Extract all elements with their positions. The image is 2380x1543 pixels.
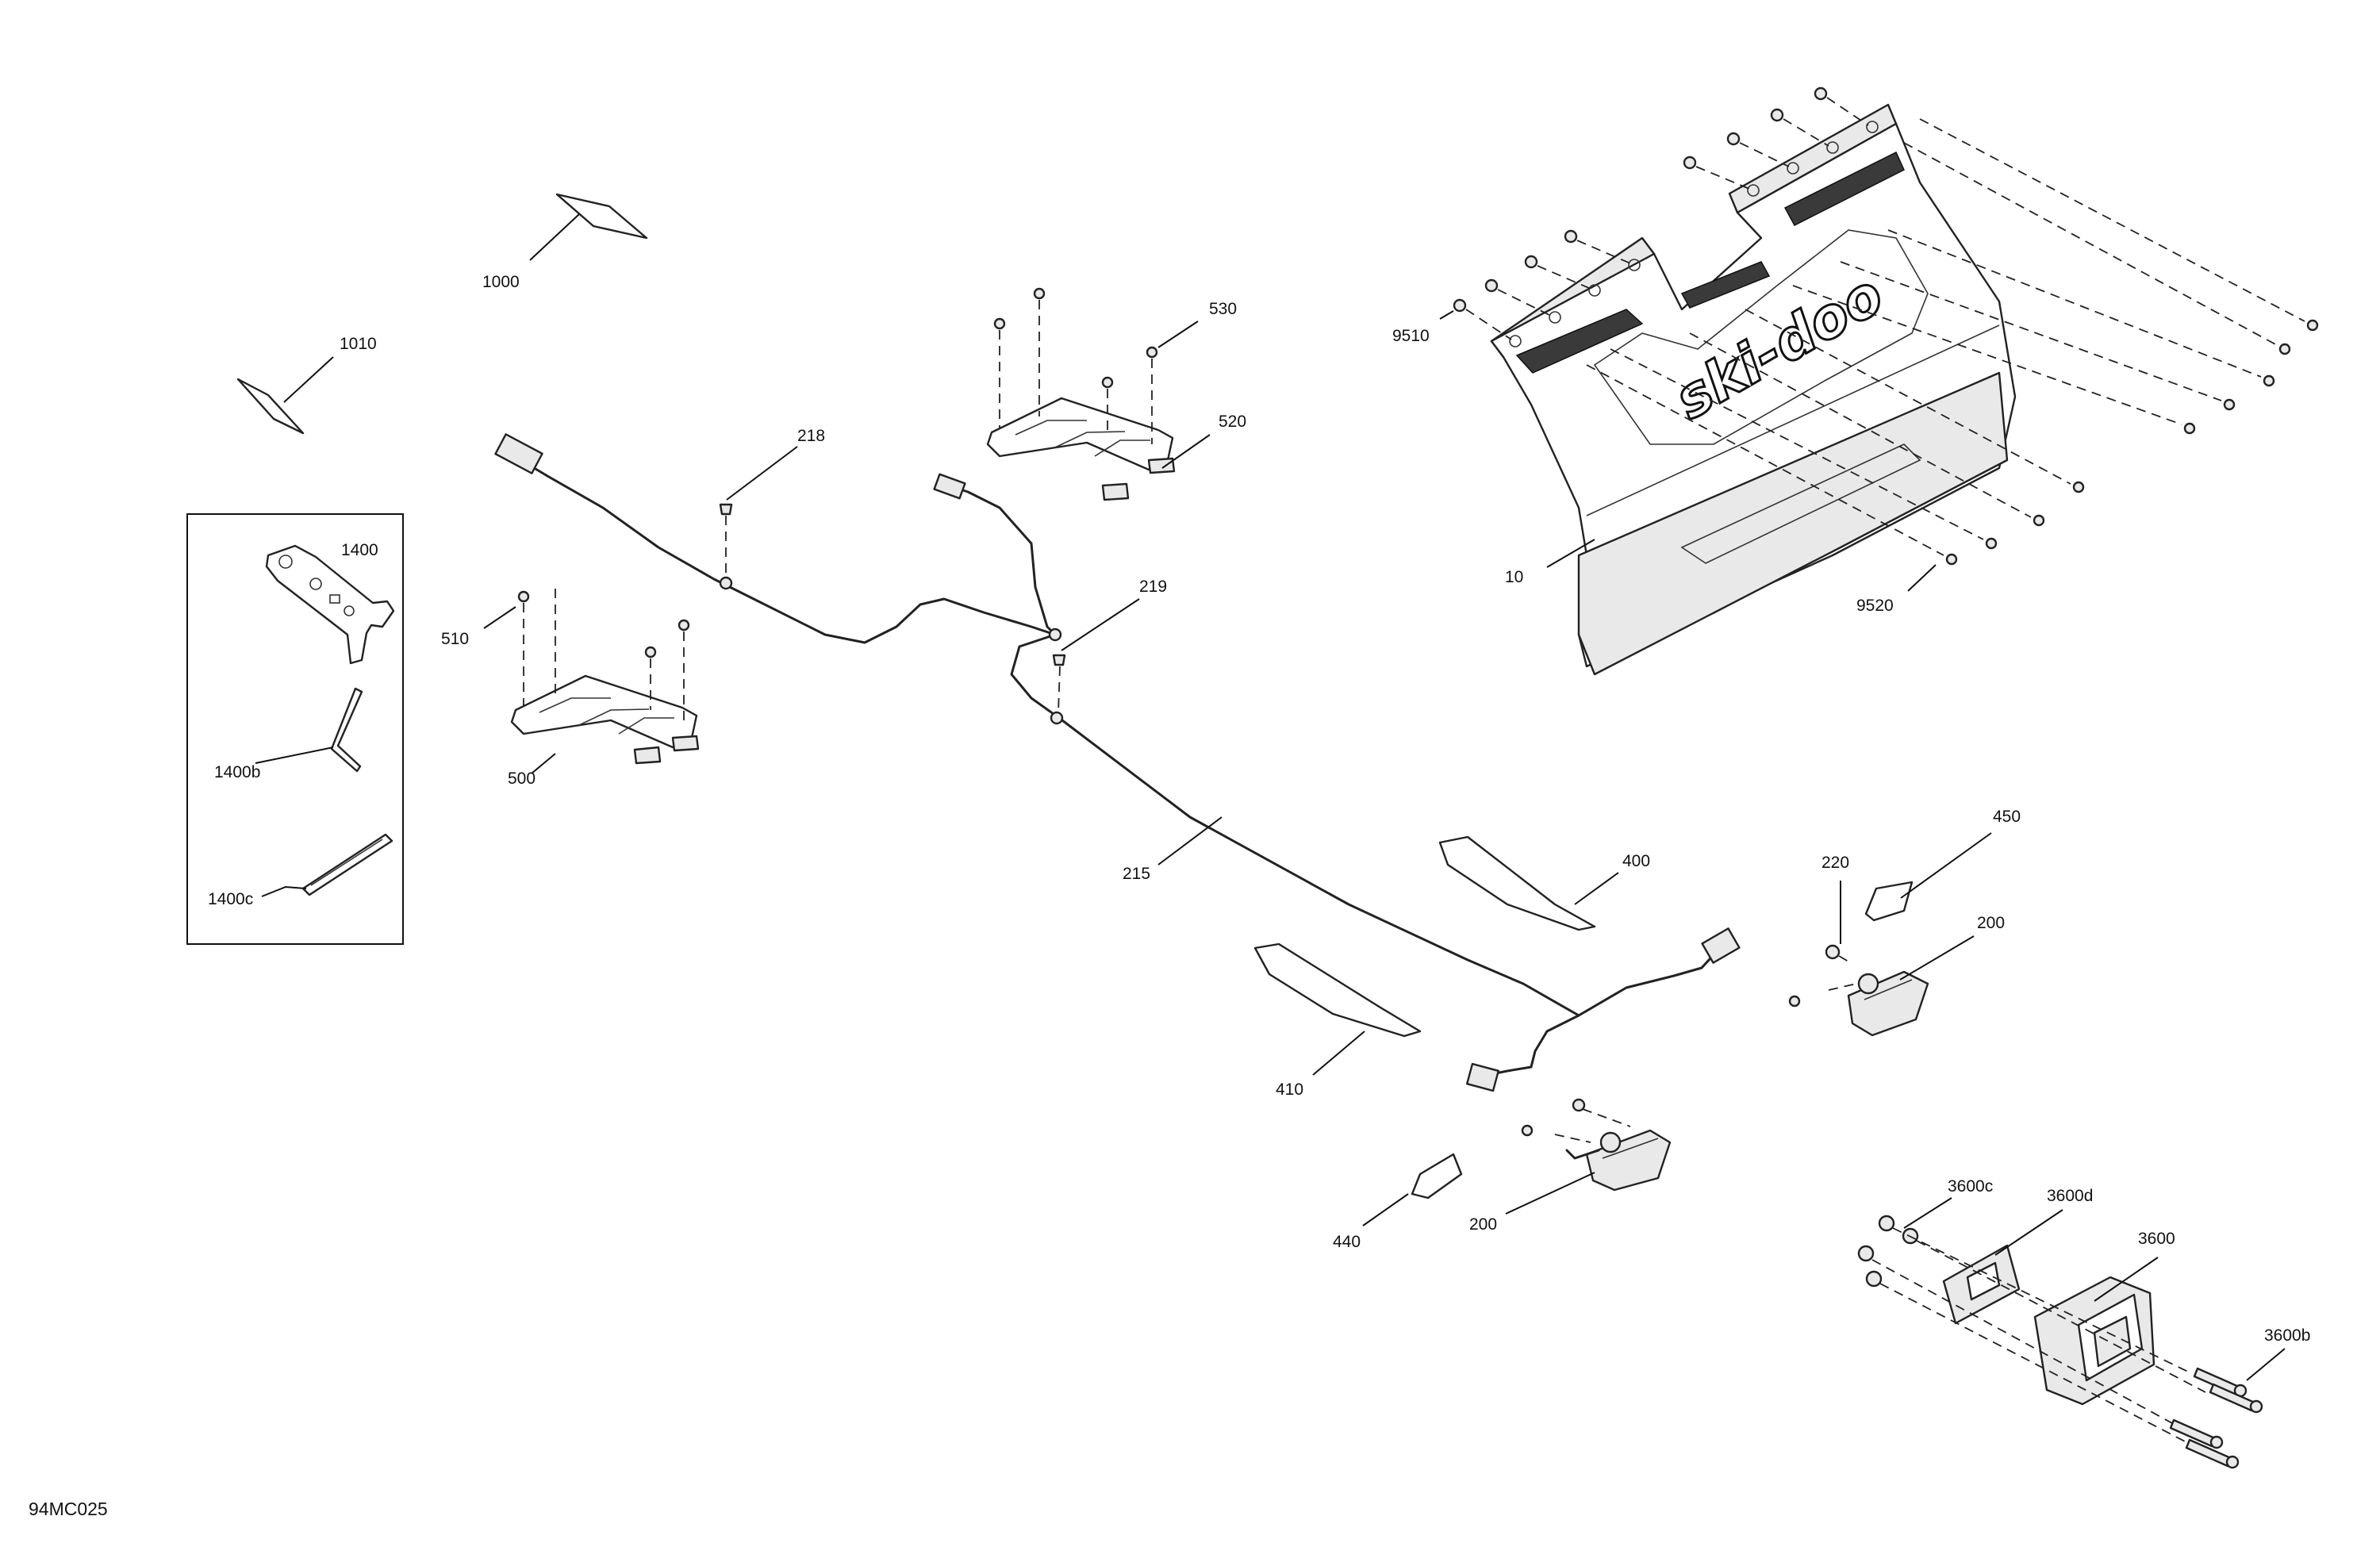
heated-plate-500 [510, 674, 700, 765]
label-440: 440 [1333, 1233, 1361, 1251]
clip-218 [719, 446, 798, 578]
rear-cargo-rack-10: ski-doo [1490, 103, 2017, 676]
label-410: 410 [1276, 1080, 1303, 1099]
label-400: 400 [1622, 852, 1650, 870]
tail-light-200-right [1788, 935, 1975, 1037]
label-1400b: 1400b [214, 763, 260, 781]
label-218: 218 [797, 427, 825, 445]
heated-plate-520 [986, 397, 1176, 501]
wiring-harness-215 [494, 433, 1741, 1092]
label-220: 220 [1821, 854, 1849, 872]
grommet-220 [1825, 881, 1853, 965]
label-520: 520 [1219, 413, 1246, 431]
label-3600b: 3600b [2264, 1326, 2310, 1345]
fasteners-9510 [1439, 86, 1869, 340]
document-id: 94MC025 [29, 1499, 108, 1519]
spark-plug-gauge-1400c [261, 833, 393, 897]
label-510: 510 [441, 630, 469, 648]
label-1000: 1000 [482, 273, 520, 291]
label-1010: 1010 [340, 335, 377, 353]
wrench-1400 [265, 544, 395, 665]
label-10: 10 [1505, 568, 1523, 586]
part-labels: 1000 1010 1400 1400b 1400c 218 219 215 5… [208, 273, 2310, 1345]
label-3600: 3600 [2138, 1230, 2175, 1248]
label-219: 219 [1139, 578, 1167, 596]
decal-440 [1362, 1153, 1463, 1226]
tail-light-200-left [1505, 1098, 1672, 1215]
label-200-left: 200 [1469, 1215, 1497, 1234]
label-215: 215 [1123, 865, 1150, 883]
decal-1000 [529, 193, 648, 261]
reflector-410 [1253, 942, 1422, 1076]
screws-530 [993, 287, 1211, 469]
tool-kit-box [186, 513, 404, 945]
hitch-plate-3600d [1942, 1209, 2063, 1325]
hitch-receiver-3600 [2033, 1257, 2159, 1406]
nuts-3600c [1857, 1197, 2206, 1445]
bolts-3600b [2169, 1348, 2286, 1469]
label-530: 530 [1209, 300, 1237, 318]
label-9520: 9520 [1856, 597, 1894, 615]
label-500: 500 [508, 770, 536, 788]
leader-215 [1157, 816, 1223, 866]
decal-450 [1864, 832, 1992, 922]
screws-9520 [1586, 118, 2319, 592]
label-1400c: 1400c [208, 890, 253, 908]
label-9510: 9510 [1392, 327, 1430, 345]
clip-219 [1052, 598, 1140, 713]
label-450: 450 [1993, 808, 2021, 826]
screws-510 [483, 589, 690, 774]
hex-key-1400b [255, 687, 363, 773]
label-1400: 1400 [341, 541, 378, 559]
label-3600c: 3600c [1948, 1177, 1993, 1196]
decal-1010 [236, 356, 334, 435]
label-3600d: 3600d [2047, 1187, 2093, 1205]
label-200-right: 200 [1977, 914, 2005, 932]
reflector-400 [1438, 835, 1619, 931]
